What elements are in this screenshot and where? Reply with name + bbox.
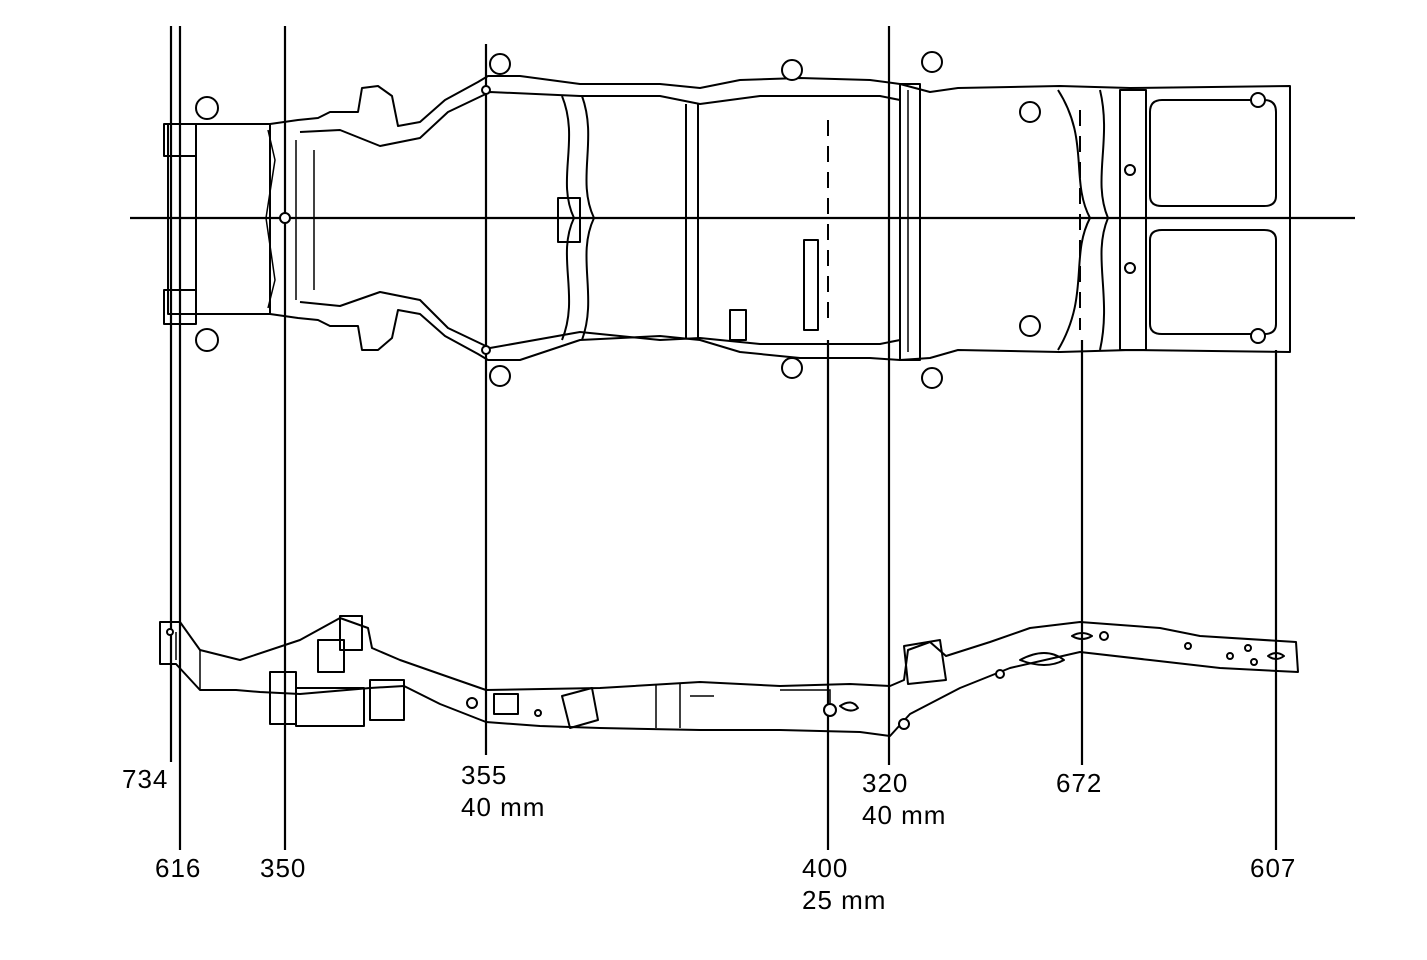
frame-top-view (163, 51, 1291, 389)
label-320: 320 (862, 768, 909, 798)
label-355-sub: 40 mm (461, 792, 546, 822)
label-350: 350 (260, 853, 307, 883)
label-400-sub: 25 mm (802, 885, 887, 915)
label-355: 355 (461, 760, 508, 790)
label-734: 734 (122, 764, 169, 794)
label-607: 607 (1250, 853, 1297, 883)
label-320-sub: 40 mm (862, 800, 947, 830)
reference-lines (169, 26, 1278, 850)
label-400: 400 (802, 853, 849, 883)
label-616: 616 (155, 853, 202, 883)
frame-side-view (159, 615, 1299, 737)
label-672: 672 (1056, 768, 1103, 798)
